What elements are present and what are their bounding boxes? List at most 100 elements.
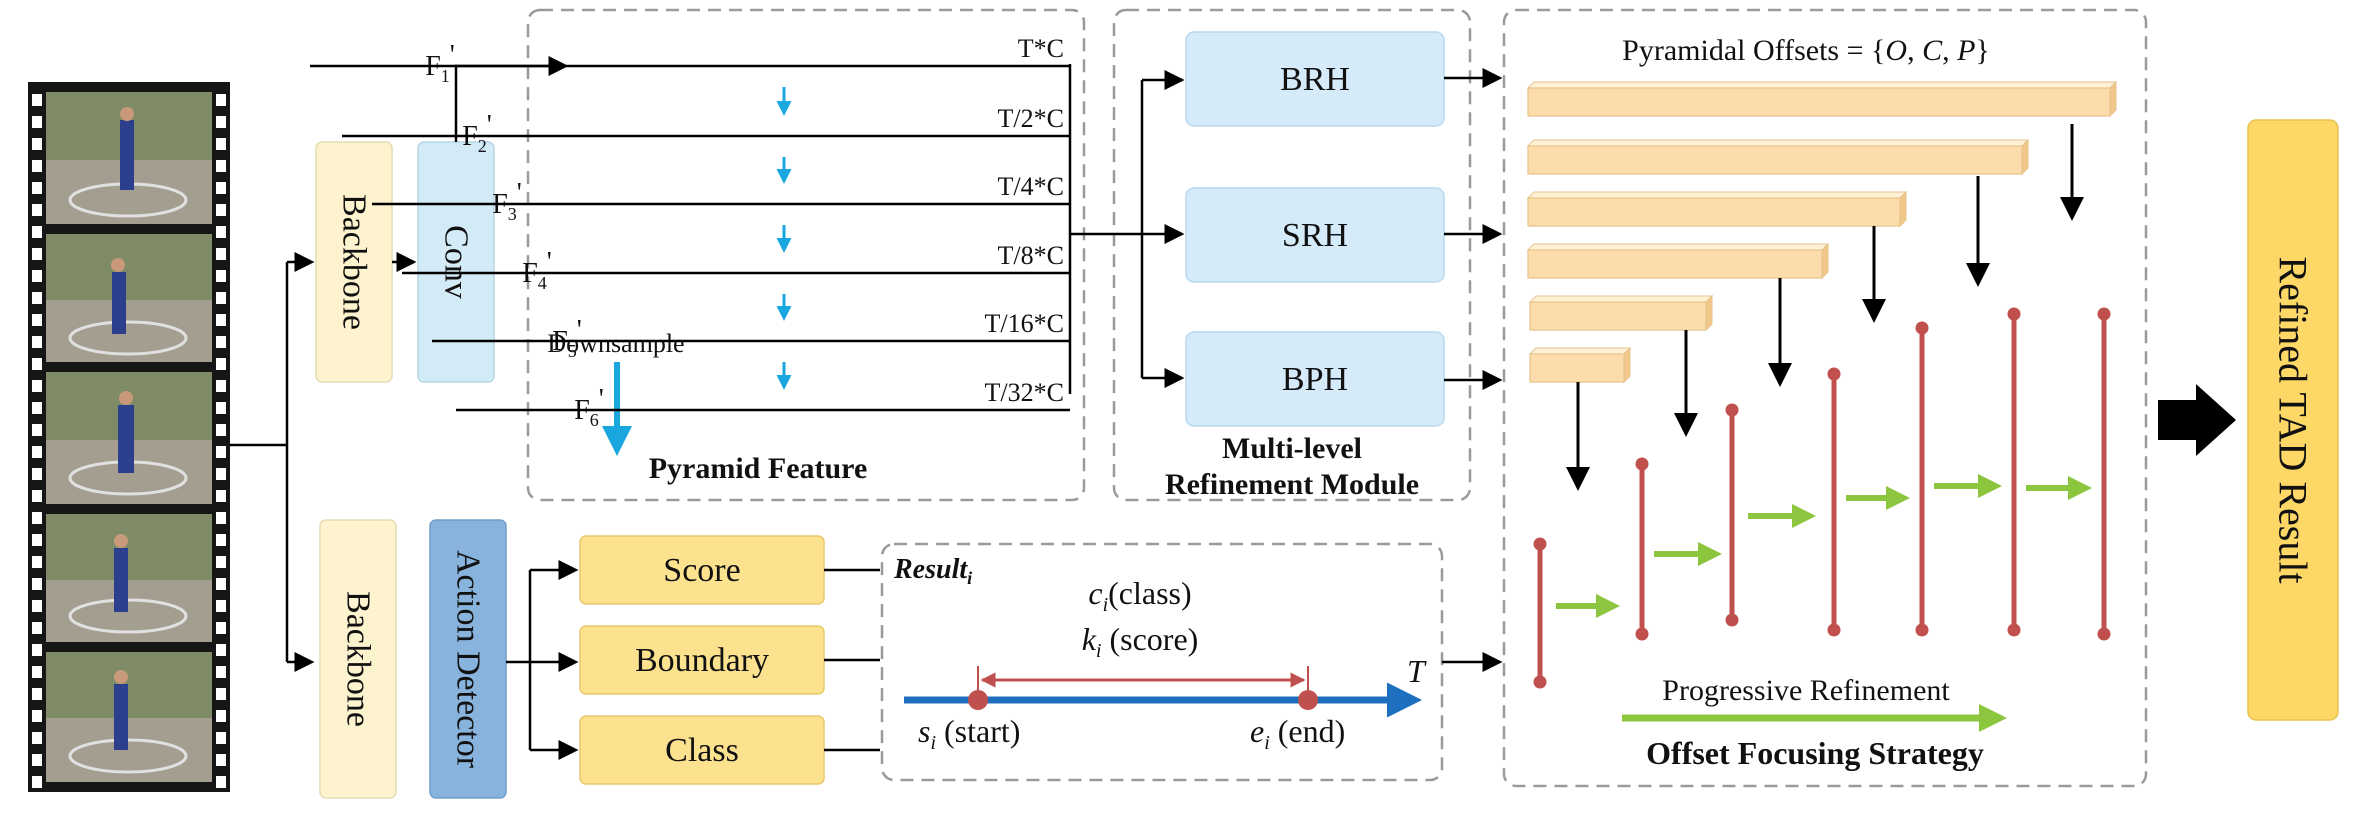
refinement-interval bbox=[1827, 367, 1841, 637]
film-hole bbox=[32, 116, 42, 128]
feature-shape-label: T/8*C bbox=[998, 241, 1064, 270]
film-hole bbox=[216, 424, 226, 436]
film-hole bbox=[216, 578, 226, 590]
backbone-top-label: Backbone bbox=[336, 194, 373, 330]
pyramid-level-2: F2'T/2*C bbox=[342, 104, 1070, 184]
film-hole bbox=[32, 292, 42, 304]
offset-bar-4 bbox=[1526, 242, 1830, 280]
segment-end-point bbox=[1298, 690, 1318, 710]
backbone-bottom: Backbone bbox=[319, 519, 397, 799]
feature-map-label: F1' bbox=[425, 40, 455, 86]
result-score-text: ki (score) bbox=[1082, 621, 1199, 662]
film-hole bbox=[216, 94, 226, 106]
film-hole bbox=[32, 732, 42, 744]
action-detector-label: Action Detector bbox=[450, 550, 487, 769]
film-hole bbox=[216, 138, 226, 150]
refinement-interval bbox=[1725, 403, 1739, 627]
film-hole bbox=[32, 402, 42, 414]
action-detector-block: Action Detector bbox=[429, 519, 507, 799]
refinement-heads: BRH SRH BPH bbox=[1185, 31, 1445, 427]
conv-label: Conv bbox=[438, 225, 475, 299]
feature-shape-label: T/4*C bbox=[998, 172, 1064, 201]
film-hole bbox=[32, 336, 42, 348]
film-hole bbox=[216, 116, 226, 128]
film-hole bbox=[216, 644, 226, 656]
timeline-axis-label: T bbox=[1407, 653, 1427, 689]
pyramid-feature-title: Pyramid Feature bbox=[649, 452, 868, 485]
film-hole bbox=[32, 358, 42, 370]
pyramid-level-3: F3' T/4*C bbox=[372, 172, 1070, 253]
refinement-steps bbox=[1533, 307, 2111, 689]
film-hole bbox=[32, 666, 42, 678]
film-hole bbox=[32, 226, 42, 238]
detector-output-class: Class bbox=[579, 715, 880, 785]
feature-shape-label: T/16*C bbox=[985, 309, 1064, 338]
offset-bar-6 bbox=[1528, 346, 1632, 384]
film-hole bbox=[216, 754, 226, 766]
result-label: Resulti bbox=[893, 554, 972, 588]
refinement-interval bbox=[1533, 537, 1547, 689]
film-hole bbox=[216, 666, 226, 678]
film-hole bbox=[216, 336, 226, 348]
film-hole bbox=[216, 314, 226, 326]
film-hole bbox=[32, 468, 42, 480]
heads-to-offset-connectors bbox=[1444, 68, 1503, 390]
backbone-top: Backbone bbox=[315, 141, 393, 383]
film-hole bbox=[32, 688, 42, 700]
film-hole bbox=[216, 556, 226, 568]
film-hole bbox=[216, 204, 226, 216]
offset-focusing-panel: Pyramidal Offsets = {O, C, P} Progressiv… bbox=[1502, 8, 2148, 788]
film-hole bbox=[216, 248, 226, 260]
pyramid-level-1: F1'T*C bbox=[310, 34, 1070, 116]
film-hole bbox=[216, 622, 226, 634]
refinement-head-brh: BRH bbox=[1185, 31, 1445, 127]
film-hole bbox=[216, 512, 226, 524]
pyramid-level-4: F4'T/8*C bbox=[402, 241, 1070, 321]
offset-bar-5 bbox=[1528, 294, 1714, 332]
offset-focusing-title: Offset Focusing Strategy bbox=[1646, 735, 1984, 771]
refinement-interval bbox=[2097, 307, 2111, 641]
video-frames bbox=[46, 92, 212, 782]
film-hole bbox=[32, 182, 42, 194]
offset-bar-3 bbox=[1526, 190, 1908, 228]
end-label: ei (end) bbox=[1250, 713, 1345, 754]
film-hole bbox=[32, 710, 42, 722]
head-label: BRH bbox=[1280, 61, 1350, 98]
film-hole bbox=[216, 358, 226, 370]
result-panel: Resulti ci(class) ki (score) T si (start… bbox=[880, 542, 1444, 782]
film-hole bbox=[216, 226, 226, 238]
film-hole bbox=[216, 732, 226, 744]
film-hole bbox=[216, 468, 226, 480]
refinement-interval bbox=[1915, 321, 1929, 637]
film-hole bbox=[32, 138, 42, 150]
refinement-head-srh: SRH bbox=[1185, 187, 1445, 283]
film-hole bbox=[216, 182, 226, 194]
conv-block: Conv bbox=[417, 141, 495, 383]
film-hole bbox=[32, 204, 42, 216]
head-label: SRH bbox=[1282, 217, 1348, 254]
head-label: BPH bbox=[1282, 361, 1348, 398]
film-hole bbox=[216, 710, 226, 722]
refined-tad-result-label: Refined TAD Result bbox=[2271, 256, 2316, 583]
film-hole bbox=[32, 94, 42, 106]
film-hole bbox=[32, 270, 42, 282]
refinement-title-line1: Multi-level bbox=[1222, 432, 1362, 465]
film-hole bbox=[32, 754, 42, 766]
feature-map-label: F6' bbox=[574, 384, 604, 430]
refinement-panel: Multi-level Refinement Module bbox=[1112, 8, 1472, 502]
feature-map-label: F3' bbox=[492, 178, 522, 224]
start-label: si (start) bbox=[918, 713, 1020, 754]
pyramid-levels: F1'T*CF2'T/2*CF3'T/4*CF4'T/8*CF5'T/16*CF… bbox=[310, 34, 1070, 430]
pyramid-feature-panel: Pyramid Feature Downsample bbox=[526, 8, 1086, 502]
pyramidal-offsets-formula: Pyramidal Offsets = {O, C, P} bbox=[1622, 34, 1990, 67]
film-hole bbox=[216, 402, 226, 414]
output-arrow bbox=[2158, 384, 2236, 456]
pyramid-to-heads-connectors bbox=[1068, 64, 1185, 394]
refined-tad-result-block: Refined TAD Result bbox=[2247, 119, 2339, 721]
refinement-head-bph: BPH bbox=[1185, 331, 1445, 427]
film-hole bbox=[32, 578, 42, 590]
output-label: Score bbox=[663, 552, 740, 589]
film-hole bbox=[32, 380, 42, 392]
refinement-interval bbox=[1635, 457, 1649, 641]
